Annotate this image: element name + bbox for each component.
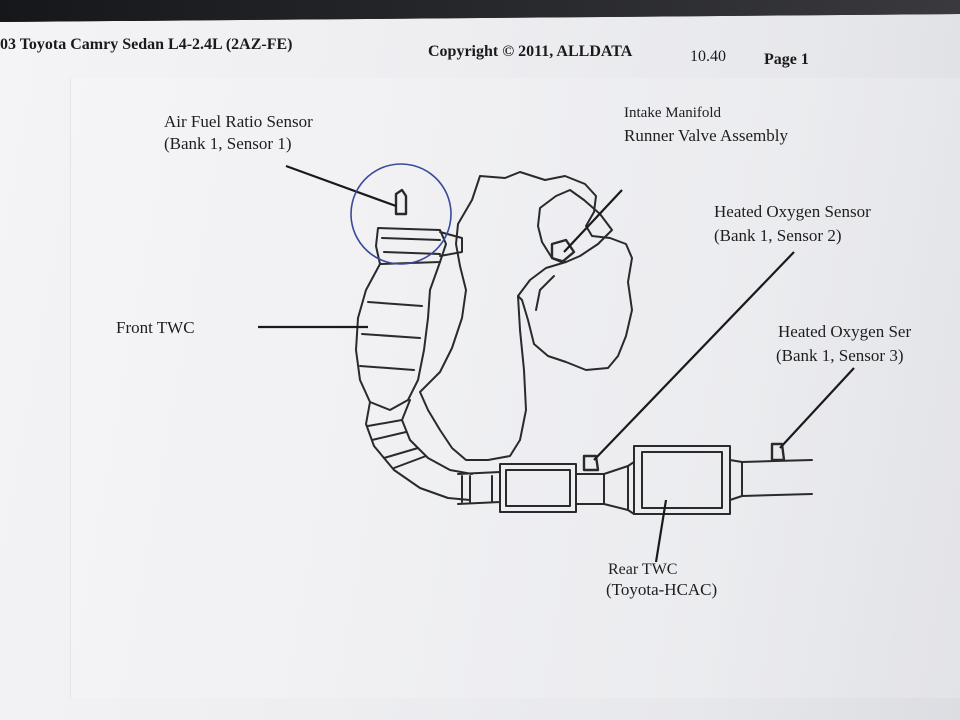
tailpipe: [741, 459, 813, 497]
page-number: Page 1: [764, 51, 809, 68]
middle-unit: [499, 463, 577, 513]
label-af-sensor-2: (Bank 1, Sensor 1): [164, 134, 292, 153]
label-rear-twc-2: (Toyota-HCAC): [606, 580, 718, 599]
rear-twc-body: [633, 445, 731, 515]
label-rear-twc-1: Rear TWC: [608, 561, 678, 578]
leader-intake: [563, 189, 623, 253]
leader-af-sensor: [285, 164, 397, 208]
label-ho2s3-2: (Bank 1, Sensor 3): [776, 346, 904, 365]
leader-ho2s2: [593, 251, 795, 461]
printed-area: [70, 78, 960, 698]
pen-circle-annotation: [350, 163, 452, 265]
label-ho2s2-2: (Bank 1, Sensor 2): [714, 226, 842, 245]
label-af-sensor-1: Air Fuel Ratio Sensor: [164, 112, 313, 131]
label-ho2s2-1: Heated Oxygen Sensor: [714, 202, 871, 221]
sensor-1-body: [394, 188, 408, 216]
front-twc-body: [355, 261, 441, 411]
sensor-3-body: [770, 442, 786, 462]
leader-ho2s3: [779, 367, 855, 449]
downpipe: [365, 399, 473, 501]
intake-manifold-outline: [537, 189, 613, 263]
vehicle-title: 03 Toyota Camry Sedan L4-2.4L (2AZ-FE): [0, 36, 293, 53]
copyright-text: Copyright © 2011, ALLDATA: [428, 43, 633, 60]
engine-block-outline: [419, 171, 633, 461]
label-front-twc: Front TWC: [116, 318, 195, 337]
version-number: 10.40: [690, 48, 726, 65]
label-intake-2: Runner Valve Assembly: [624, 126, 789, 145]
intake-runner: [517, 261, 567, 311]
label-intake-1: Intake Manifold: [624, 105, 722, 121]
runner-valve-body: [550, 238, 576, 264]
upper-pipe: [375, 227, 447, 265]
leader-rear-twc: [654, 499, 668, 563]
sensor-2-body: [582, 454, 600, 472]
label-ho2s3-1: Heated Oxygen Ser: [778, 322, 912, 341]
